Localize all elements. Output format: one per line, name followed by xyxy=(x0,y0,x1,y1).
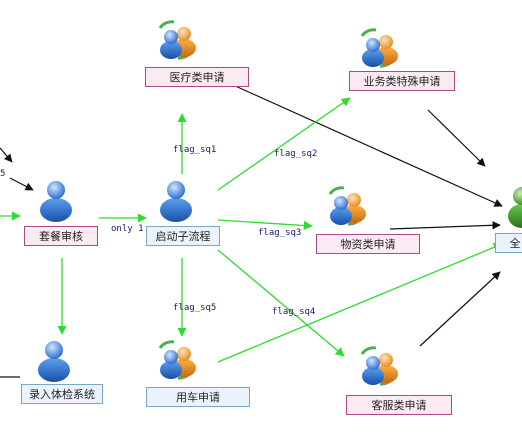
edge-label-flag-sq4: flag_sq4 xyxy=(272,307,316,317)
edge-customer-to-all xyxy=(419,271,501,347)
person-icon-all xyxy=(508,187,522,228)
edge-label-only1: only 1 xyxy=(111,224,144,234)
node-start-subprocess[interactable]: 启动子流程 xyxy=(146,226,220,246)
edge-label-flag-sq1: flag_sq1 xyxy=(173,145,217,155)
edge-label-flag-sq2: flag_sq2 xyxy=(274,149,318,159)
edge-start-to-business xyxy=(217,97,351,191)
group-icon-vehicle xyxy=(158,340,196,380)
group-icon-customer xyxy=(360,346,398,386)
black-edges xyxy=(0,79,503,378)
node-all-cutoff[interactable]: 全 xyxy=(495,233,522,253)
edge-business-to-all xyxy=(427,109,486,167)
person-icon-start xyxy=(160,181,192,222)
node-business-special-application[interactable]: 业务类特殊申请 xyxy=(349,71,455,91)
node-package-review[interactable]: 套餐审核 xyxy=(24,226,98,246)
node-customer-service-application[interactable]: 客服类申请 xyxy=(346,395,452,415)
edge-medical-to-all xyxy=(221,79,503,207)
edge-start-to-customer xyxy=(217,249,345,357)
person-icon-entry xyxy=(38,341,70,382)
edge-label-flag-sq3: flag_sq3 xyxy=(258,228,302,238)
green-edges xyxy=(0,97,503,363)
node-medical-application[interactable]: 医疗类申请 xyxy=(145,67,249,87)
edge-label-cut-5: 5 xyxy=(0,169,6,179)
group-icon-medical xyxy=(158,20,196,60)
edge-offscreen-to-package-1 xyxy=(0,147,13,163)
edge-offscreen-to-package-2 xyxy=(9,177,34,191)
node-entry-exam-system[interactable]: 录入体检系统 xyxy=(21,384,103,404)
edge-label-flag-sq5: flag_sq5 xyxy=(173,303,217,313)
node-material-application[interactable]: 物资类申请 xyxy=(316,234,420,254)
group-icon-material xyxy=(328,186,366,226)
edge-vehicle-to-all xyxy=(217,242,503,363)
node-vehicle-application[interactable]: 用车申请 xyxy=(146,387,250,407)
person-icon-package xyxy=(40,181,72,222)
edge-material-to-all xyxy=(389,221,501,230)
edge-start-to-material xyxy=(217,219,313,231)
group-icon-business xyxy=(360,28,398,68)
